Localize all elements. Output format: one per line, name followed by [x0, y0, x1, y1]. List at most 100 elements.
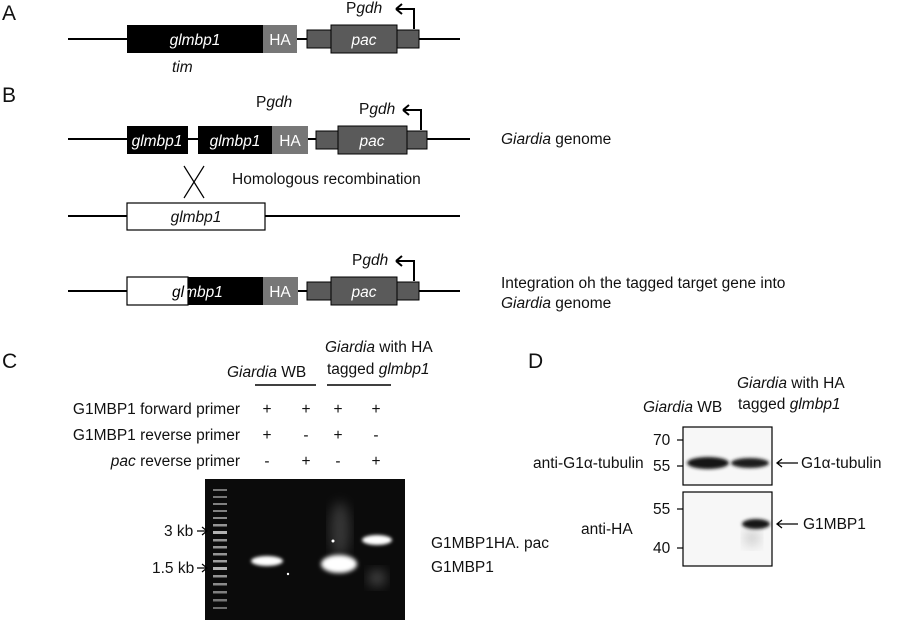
- primer-cell: +: [333, 427, 342, 444]
- blot-header-ha-line1: Giardia with HA: [737, 375, 845, 392]
- primer-cell: -: [373, 427, 378, 444]
- gel-smear: [368, 570, 386, 586]
- primer-row-label: G1MBP1 forward primer: [73, 401, 240, 418]
- mw-label: 70: [653, 432, 671, 449]
- primer-row-label: G1MBP1 reverse primer: [73, 427, 240, 444]
- endogenous-part-box: [126, 276, 189, 306]
- promoter-label-upper: Pgdh: [256, 94, 292, 111]
- tagged-gene-box: [188, 277, 263, 305]
- pac-box: [330, 24, 398, 54]
- panel-letter-d: D: [528, 350, 543, 373]
- integration-label-line2: Giardia genome: [501, 295, 611, 312]
- primer-table: G1MBP1 forward primer + + + + G1MBP1 rev…: [73, 401, 381, 470]
- panel-letter-a: A: [2, 2, 16, 25]
- primer-cell: +: [371, 453, 380, 470]
- endogenous-locus: glmbp1: [68, 202, 460, 231]
- antibody-label-ha: anti-HA: [581, 521, 633, 538]
- primer-cell: -: [264, 453, 269, 470]
- dna-ladder: [213, 489, 227, 609]
- gel-speck: [286, 572, 290, 576]
- panel-letter-b: B: [2, 84, 16, 107]
- blot-frame: [682, 426, 773, 486]
- linker-box: [396, 29, 420, 49]
- pac-box: [337, 125, 408, 155]
- band-label-g1mbp1: G1MBP1: [431, 559, 494, 576]
- target-arrow-tubulin: [775, 458, 798, 468]
- pac-box: [330, 276, 398, 306]
- ha-tag-box: [263, 277, 298, 305]
- gene-fragment-box: [127, 126, 188, 154]
- integrated-locus: glmbp1 HA pac Pgdh: [68, 252, 460, 306]
- primer-cell: -: [303, 427, 308, 444]
- marker-3kb: 3 kb: [164, 523, 193, 540]
- recombined-gene-label: glmbp1: [172, 284, 223, 301]
- linker-box: [315, 130, 339, 150]
- primer-cell: +: [301, 401, 310, 418]
- panel-letter-c: C: [2, 350, 17, 373]
- endogenous-gene-box: [126, 202, 266, 231]
- recombination-label: Homologous recombination: [232, 171, 421, 188]
- group-header-ha-line1: Giardia with HA: [325, 339, 433, 356]
- linker-box: [406, 130, 428, 150]
- gene-fragment-label: glmbp1: [132, 133, 183, 150]
- mw-label: 55: [653, 458, 670, 475]
- group-header-wb: Giardia WB: [227, 364, 306, 381]
- gel-smear: [330, 502, 350, 558]
- gene-box: [198, 126, 272, 154]
- primer-row-label: pac reverse primer: [110, 453, 240, 470]
- gel-band: [251, 556, 283, 566]
- group-header-ha-line2: tagged glmbp1: [327, 361, 430, 378]
- promoter-label: Pgdh: [352, 252, 388, 269]
- blot-smear: [744, 530, 760, 546]
- ha-tag-label: HA: [269, 32, 291, 49]
- primer-cell: +: [301, 453, 310, 470]
- primer-cell: +: [262, 427, 271, 444]
- endogenous-gene-label: glmbp1: [171, 209, 222, 226]
- gel-band: [362, 535, 392, 545]
- promoter-arrow: [396, 8, 415, 29]
- marker-1.5kb: 1.5 kb: [152, 560, 194, 577]
- gene-box: [127, 25, 263, 53]
- blot-header-ha-line2: tagged glmbp1: [738, 396, 841, 413]
- gel-band: [321, 555, 357, 573]
- agarose-gel: [205, 479, 405, 620]
- genome-label: Giardia genome: [501, 131, 611, 148]
- target-label-tubulin: G1α-tubulin: [801, 455, 881, 472]
- linker-box: [306, 281, 332, 301]
- primer-cell: +: [333, 401, 342, 418]
- gene-label: glmbp1: [210, 133, 261, 150]
- blot-band: [742, 519, 770, 529]
- mw-label: 55: [653, 501, 670, 518]
- target-label-ha: G1MBP1: [803, 516, 866, 533]
- western-blot-tubulin: 70 55: [653, 426, 773, 486]
- primer-cell: +: [371, 401, 380, 418]
- promoter-arrowhead: [395, 3, 403, 15]
- promoter-arrowhead: [402, 104, 410, 116]
- western-blot-ha: 55 40: [653, 491, 773, 567]
- gene-label: glmbp1: [170, 32, 221, 49]
- band-label-fusion: G1MBP1HA. pac: [431, 535, 549, 552]
- linker-box: [396, 281, 420, 301]
- blot-band: [687, 457, 729, 469]
- tim-label: tim: [172, 59, 193, 76]
- antibody-label-tubulin: anti-G1α-tubulin: [533, 455, 644, 472]
- blot-frame: [682, 491, 773, 567]
- construct-b-plasmid: glmbp1 glmbp1 HA pac Pgdh Pgdh: [68, 94, 470, 155]
- ha-tag-label: HA: [279, 133, 301, 150]
- ha-tag-box: [263, 25, 297, 53]
- ha-tag-box: [272, 126, 308, 154]
- promoter-arrowhead: [395, 255, 403, 267]
- promoter-arrow: [396, 260, 415, 281]
- promoter-arrow: [403, 109, 422, 130]
- blot-header-wb: Giardia WB: [643, 399, 722, 416]
- pac-label: pac: [351, 284, 377, 301]
- ha-tag-label: HA: [269, 284, 291, 301]
- pac-label: pac: [351, 32, 377, 49]
- gel-background: [205, 479, 405, 620]
- pac-label: pac: [359, 133, 385, 150]
- crossover-mark: [183, 165, 205, 199]
- promoter-label: Pgdh: [346, 0, 382, 17]
- gel-speck: [331, 539, 335, 543]
- mw-label: 40: [653, 540, 671, 557]
